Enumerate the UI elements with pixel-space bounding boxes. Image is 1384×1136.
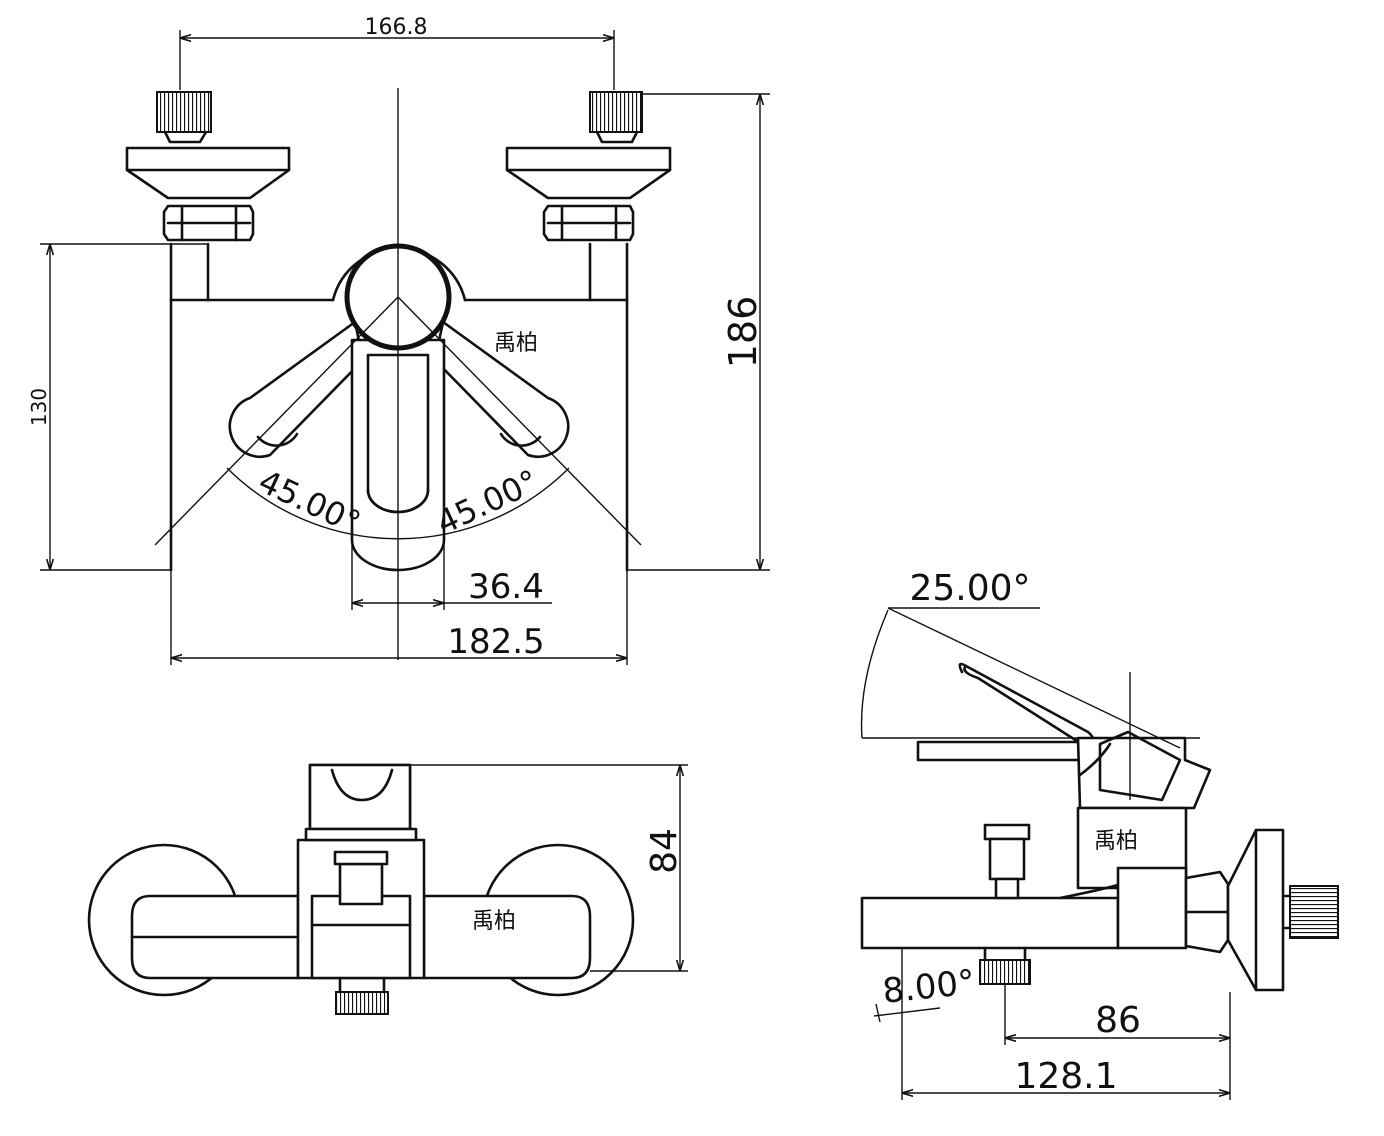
front-view: 166.8 186 130 36.4 182.5 45.00° 45.00° 禹… — [27, 15, 770, 665]
dim-inlet-spacing: 166.8 — [365, 15, 428, 40]
dim-handle-offset: 36.4 — [468, 567, 544, 607]
brand-label-side: 禹柏 — [1094, 829, 1138, 854]
dim-front-width: 182.5 — [447, 622, 544, 662]
brand-label-top: 禹柏 — [472, 909, 516, 934]
front-dimensions — [40, 30, 770, 665]
angle-handle-label: 25.00° — [909, 568, 1030, 609]
faucet-body-front — [169, 242, 629, 572]
right-inlet-fitting — [505, 91, 672, 242]
top-view: 84 禹柏 — [87, 763, 688, 1015]
angle-spout-label: 8.00° — [881, 962, 977, 1011]
brand-label-front: 禹柏 — [494, 331, 538, 356]
dim-top-depth: 84 — [644, 828, 685, 874]
dim-total-height: 186 — [721, 296, 765, 369]
side-view: 25.00° 8.00° 86 128.1 禹柏 — [860, 568, 1339, 1100]
lever-positions — [228, 320, 570, 572]
left-inlet-fitting — [125, 91, 291, 242]
dim-total-length: 128.1 — [1014, 1056, 1117, 1097]
dim-inlet-offset: 86 — [1095, 1000, 1141, 1041]
dim-body-height: 130 — [27, 388, 51, 426]
angle-left-label: 45.00° — [253, 462, 367, 542]
angle-right-label: 45.00° — [431, 462, 545, 542]
